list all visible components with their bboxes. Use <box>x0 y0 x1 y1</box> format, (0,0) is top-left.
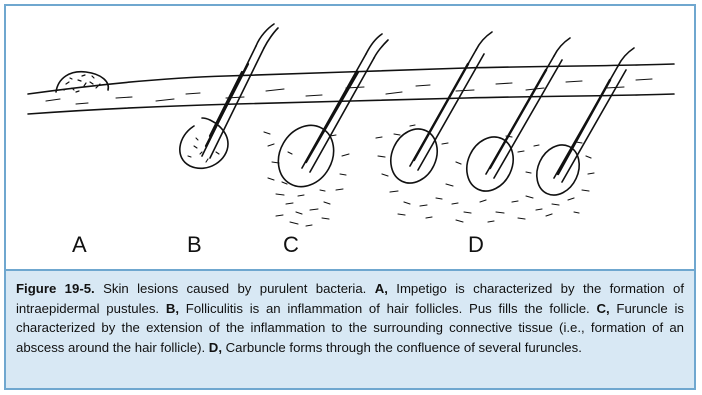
caption-key-b: B, <box>166 301 179 316</box>
folliculitis-follicle <box>180 24 278 168</box>
skin-lesion-illustration: A B C D <box>6 6 694 269</box>
carbuncle-follicles <box>376 32 634 222</box>
figure-number: Figure 19-5. <box>16 281 95 296</box>
label-c: C <box>283 232 299 258</box>
label-a: A <box>72 232 87 258</box>
epidermis-top-line <box>28 64 674 94</box>
caption-text-b: Folliculitis is an inflammation of hair … <box>179 301 596 316</box>
label-d: D <box>468 232 484 258</box>
caption-key-d: D, <box>209 340 222 355</box>
label-b: B <box>187 232 202 258</box>
furuncle-follicle <box>264 34 388 226</box>
caption-key-c: C, <box>596 301 609 316</box>
figure-caption: Figure 19-5. Skin lesions caused by puru… <box>6 269 694 388</box>
caption-key-a: A, <box>375 281 388 296</box>
skin-lesion-drawing <box>6 6 694 269</box>
caption-intro: Skin lesions caused by purulent bacteria… <box>95 281 375 296</box>
caption-text-d: Carbuncle forms through the confluence o… <box>222 340 582 355</box>
figure-frame: A B C D Figure 19-5. Skin lesions caused… <box>4 4 696 390</box>
